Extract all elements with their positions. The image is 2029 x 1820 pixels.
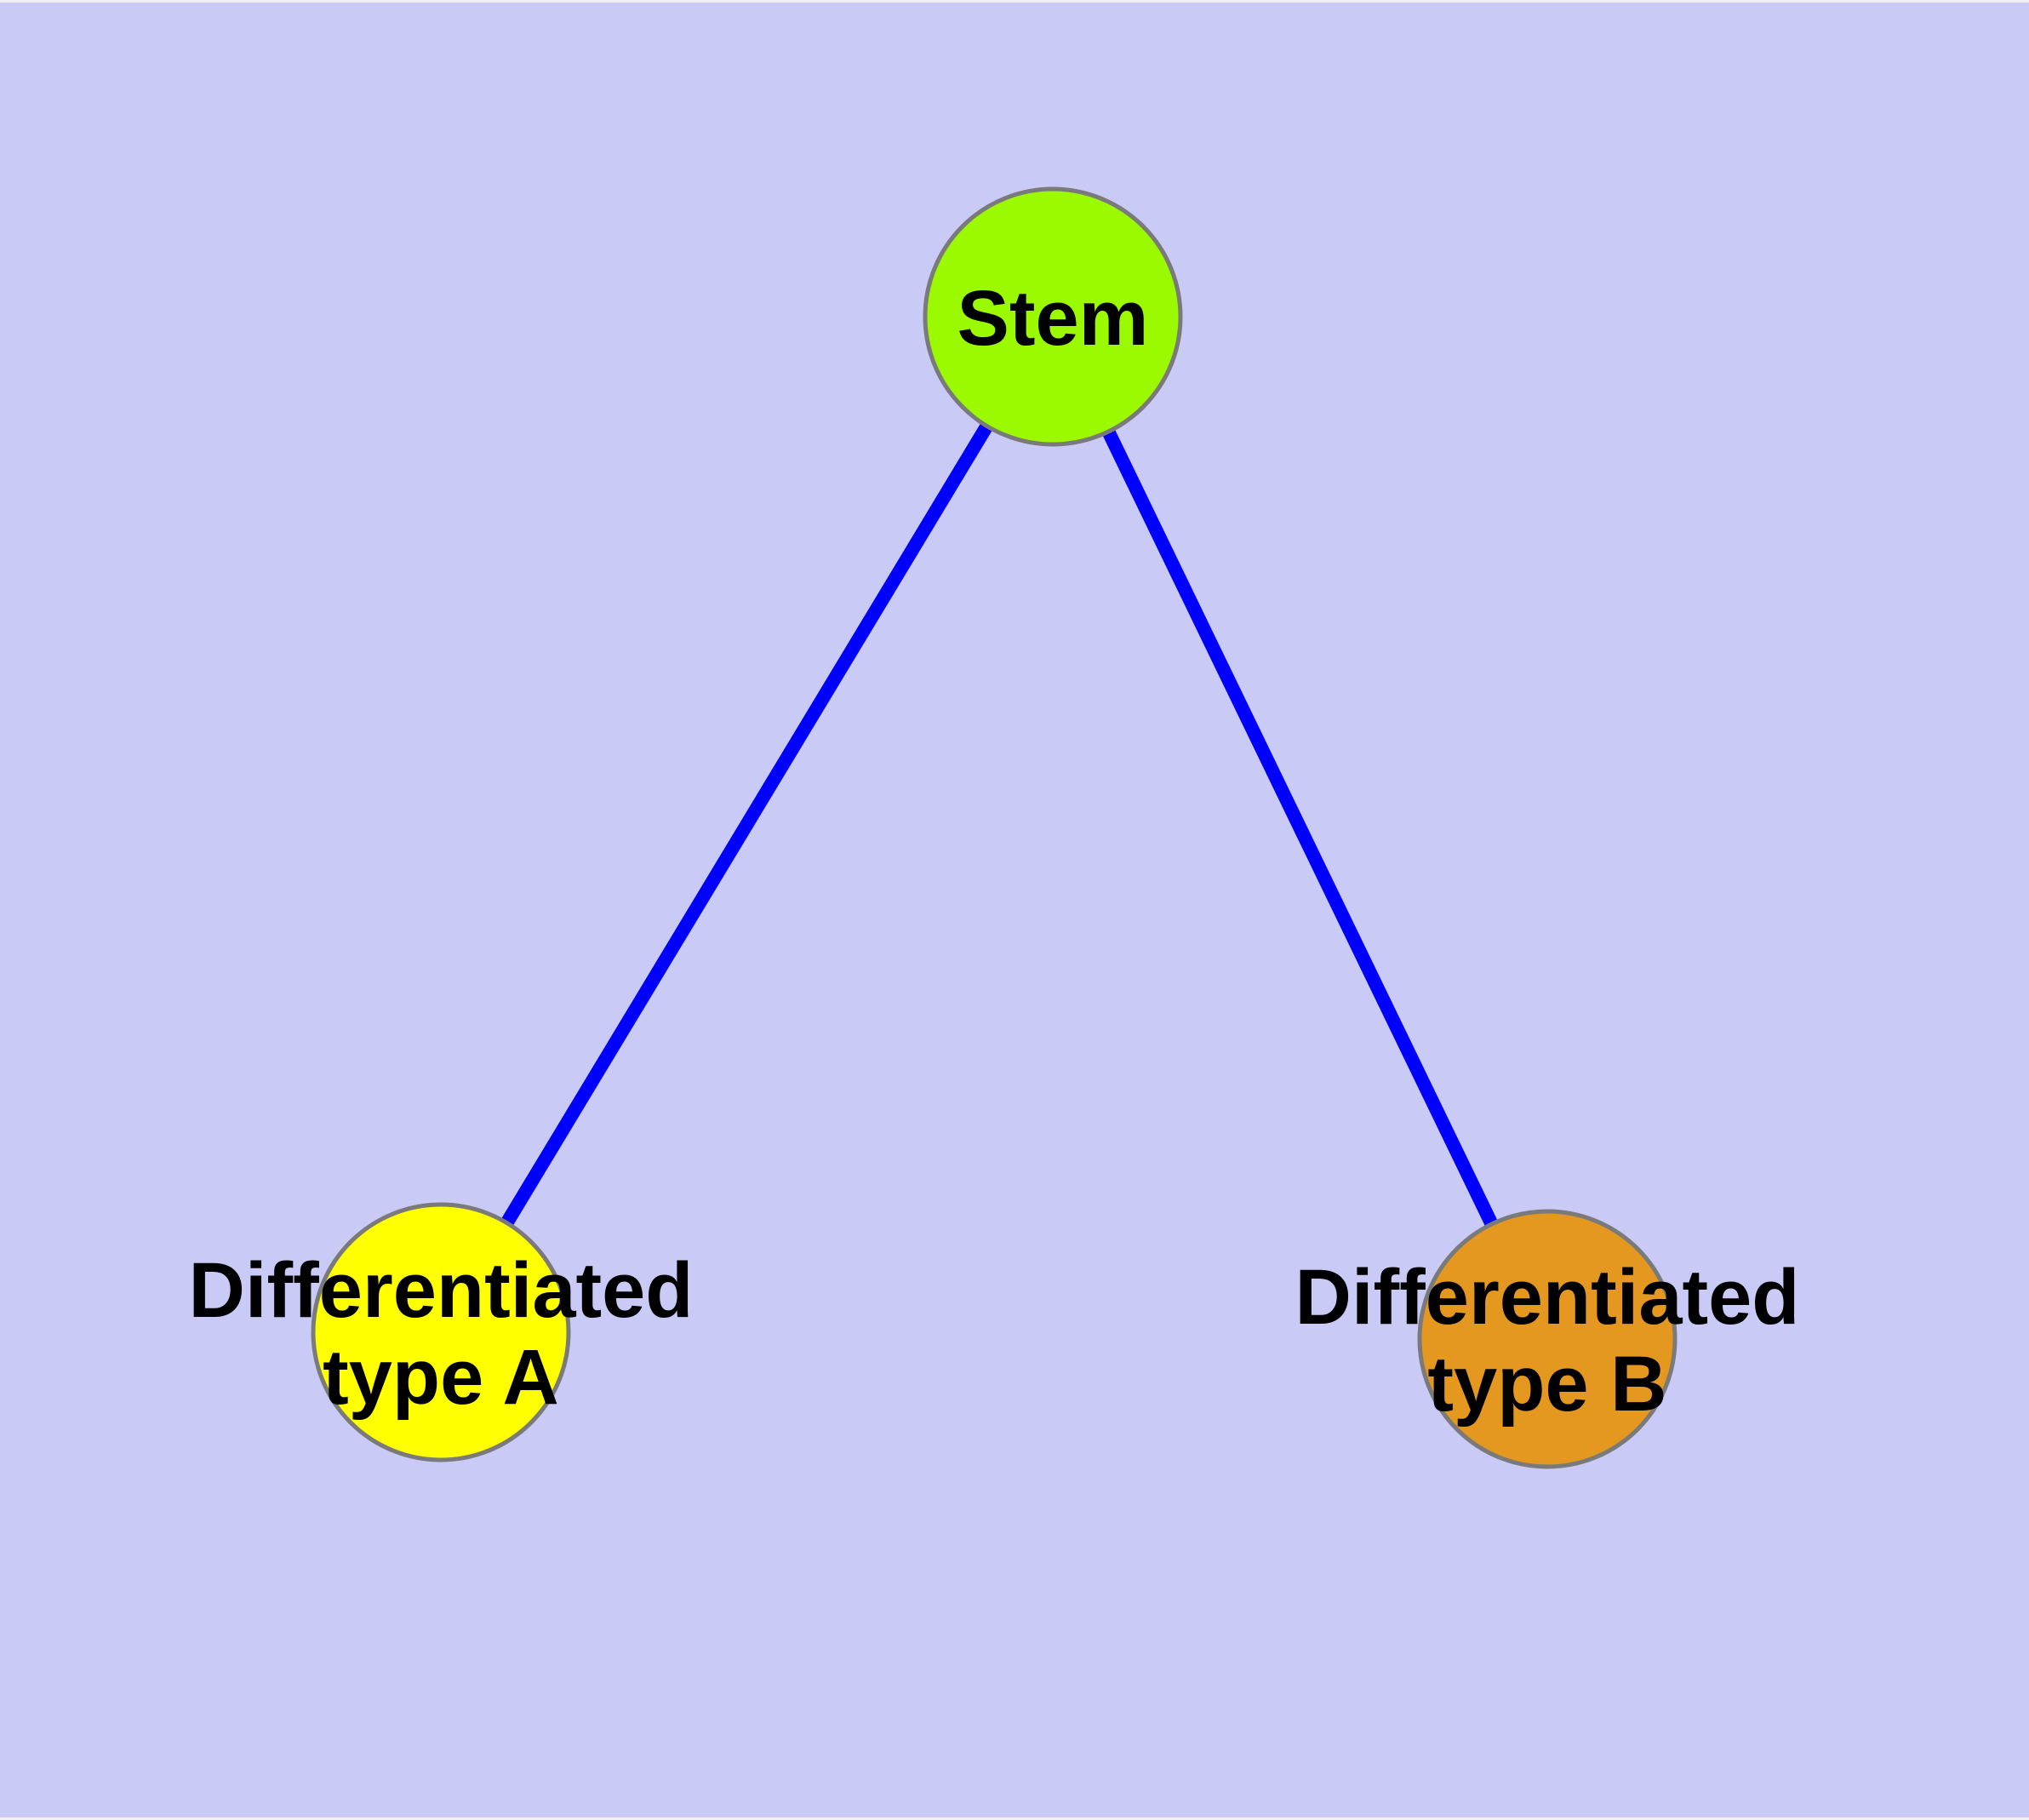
- node-stem-circle: [923, 186, 1183, 447]
- node-type-a-label-line1: Differentiated: [189, 1247, 694, 1334]
- frame-edge-top: [0, 0, 2029, 3]
- node-type-b-label-line1: Differentiated: [1295, 1254, 1800, 1341]
- frame-edge-bottom: [0, 1817, 2029, 1820]
- node-stem-label: Stem: [957, 275, 1149, 362]
- edge-stem-to-type-a: [435, 312, 1059, 1336]
- node-type-a-circle: [311, 1202, 571, 1462]
- node-type-b-circle: [1417, 1209, 1677, 1469]
- edge-stem-to-type-b: [1046, 313, 1554, 1342]
- node-type-b-label-line2: type B: [1427, 1341, 1666, 1428]
- node-type-a-label-line2: type A: [323, 1334, 559, 1421]
